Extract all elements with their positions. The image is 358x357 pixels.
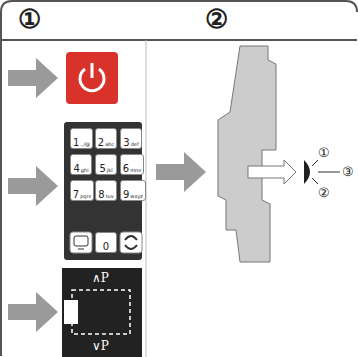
key-letters: def: [131, 142, 139, 147]
tv-icon: [78, 249, 84, 250]
pointer-arrow: [8, 292, 58, 332]
key-letters: mno: [130, 168, 141, 173]
number-key: 0: [95, 232, 117, 253]
number-key: 7pqrs: [70, 180, 94, 201]
pointer-arrow: [156, 152, 206, 192]
leader-line: [312, 160, 318, 166]
number-key: 5jkl: [95, 154, 117, 175]
key-digit: 3: [123, 138, 129, 148]
panel-number: ①: [18, 6, 41, 32]
key-digit: 9: [123, 190, 129, 200]
tv-side: [218, 46, 276, 262]
number-key: 1.,/@: [70, 128, 93, 149]
leader-line: [312, 178, 318, 184]
joystick: [304, 160, 310, 184]
number-key: 4ghi: [70, 154, 92, 175]
key-digit: 4: [73, 164, 79, 174]
key-letters: tuv: [106, 194, 114, 199]
key-digit: 0: [103, 242, 109, 252]
swap-key: [120, 232, 142, 253]
program-rocker: [62, 268, 142, 357]
key-letters: wxyz: [130, 194, 143, 199]
key-letters: jkl: [107, 168, 113, 173]
key-letters: ghi: [81, 168, 89, 173]
number-key: 8tuv: [95, 180, 117, 201]
key-letters: abc: [105, 142, 114, 147]
dashed-outline: [72, 290, 130, 334]
number-key: 3def: [120, 128, 142, 149]
power-icon: [91, 63, 94, 78]
key-letters: .,/@: [80, 142, 90, 147]
key-digit: 8: [98, 190, 104, 200]
key-digit: 5: [99, 164, 105, 174]
number-key: 2abc: [95, 128, 117, 149]
program-down: ∨P: [92, 340, 109, 352]
rocker-notch: [64, 300, 78, 324]
key-letters: pqrs: [80, 194, 91, 199]
panel-number: ②: [205, 6, 228, 32]
key-digit: 2: [98, 138, 104, 148]
tv-icon: [74, 236, 88, 246]
callout-number: ②: [318, 186, 330, 199]
number-key: 6mno: [120, 154, 144, 175]
leader-line: [318, 172, 340, 173]
callout-number: ③: [342, 165, 354, 178]
program-up: ∧P: [92, 272, 109, 284]
swap-icon: [125, 236, 137, 249]
key-digit: 6: [123, 164, 129, 174]
power-button: [66, 52, 118, 104]
tv-key: [70, 232, 92, 253]
number-key: 9wxyz: [120, 180, 146, 201]
callout-number: ①: [318, 146, 330, 159]
frame-line: [1, 39, 357, 41]
pointer-arrow: [8, 166, 58, 206]
key-digit: 7: [73, 190, 79, 200]
tv-arrow: [248, 160, 296, 184]
pointer-arrow: [8, 58, 58, 98]
key-digit: 1: [73, 138, 79, 148]
